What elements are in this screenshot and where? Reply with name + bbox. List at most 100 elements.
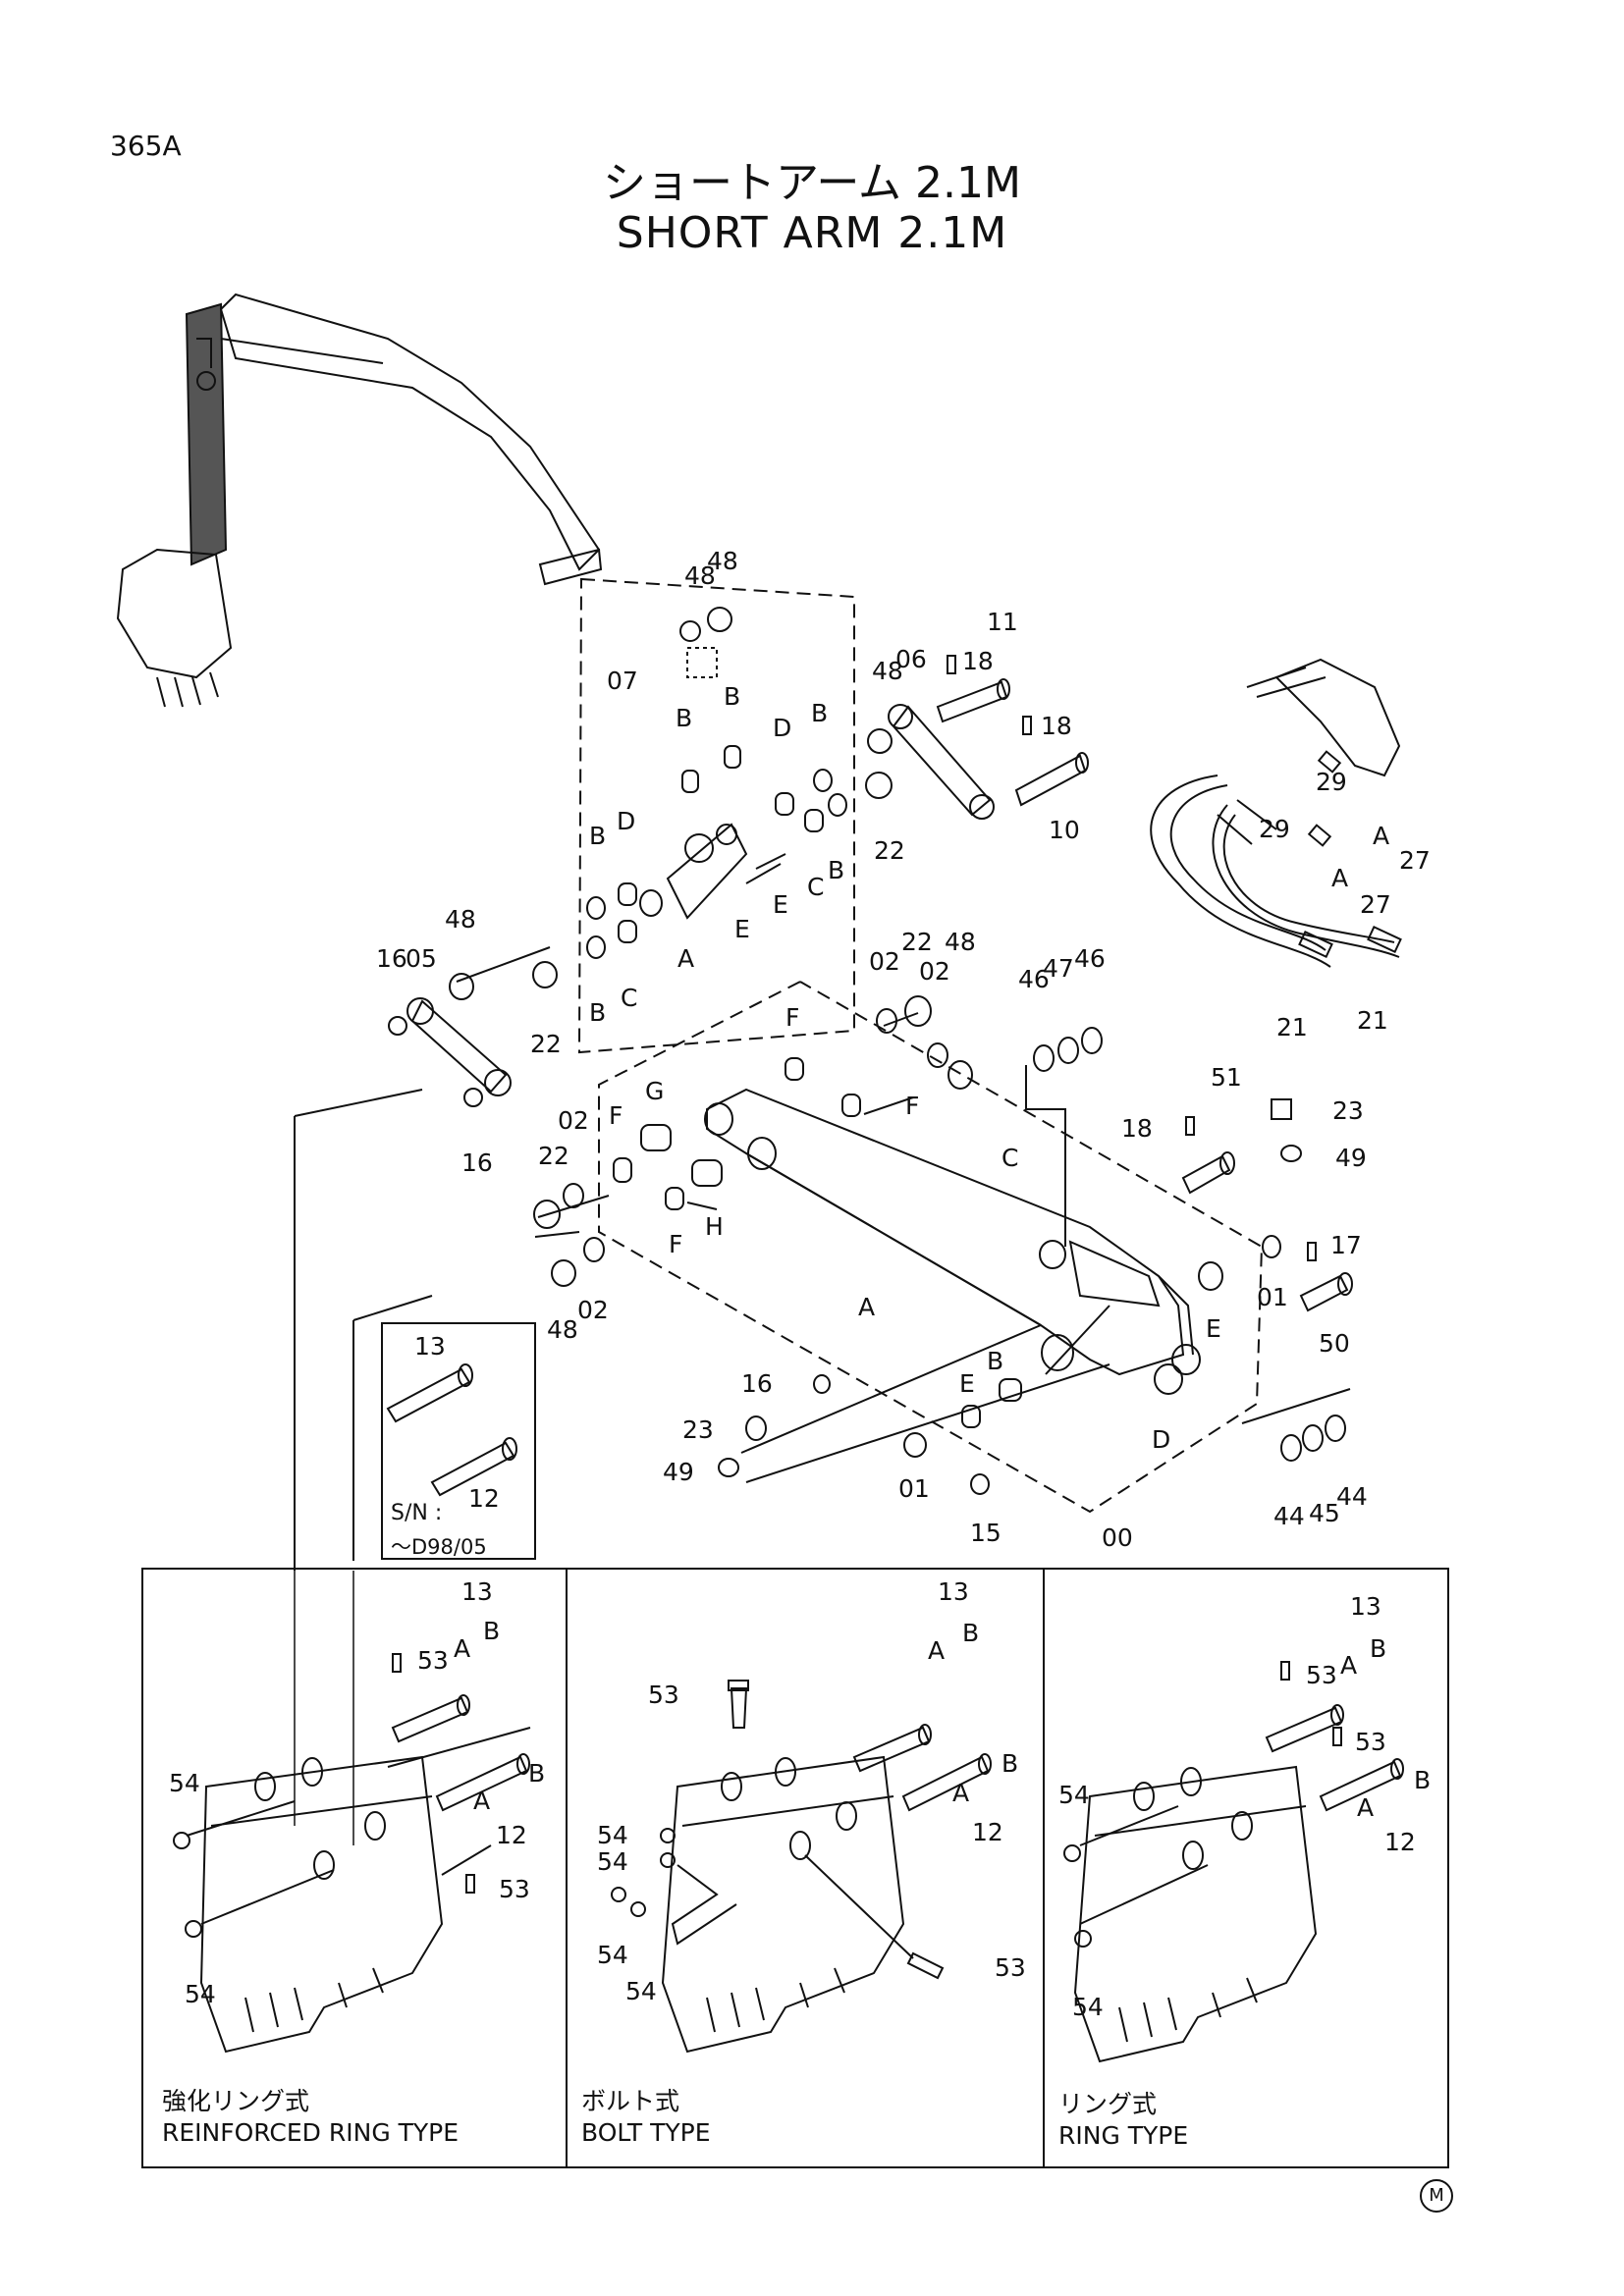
bucket-bolt (611, 1680, 992, 2054)
inset-callout-12: 12 (468, 1484, 500, 1513)
pin-18-upper (947, 655, 956, 674)
callout-54: 54 (169, 1769, 200, 1797)
callout-C: C (621, 984, 637, 1012)
cap-49-right (1280, 1145, 1302, 1162)
callout-53: 53 (499, 1875, 530, 1903)
callout-11: 11 (987, 608, 1018, 636)
callout-12: 12 (496, 1821, 527, 1849)
callout-46: 46 (1074, 944, 1106, 973)
callout-F: F (609, 1101, 623, 1130)
callout-02: 02 (919, 957, 950, 986)
callout-B: B (1414, 1766, 1431, 1794)
callout-48: 48 (945, 928, 976, 956)
callout-12: 12 (1384, 1828, 1416, 1856)
caption-bolt-en: BOLT TYPE (581, 2118, 711, 2147)
caption-reinforced-ring: 強化リング式 REINFORCED RING TYPE (162, 2086, 459, 2149)
callout-E: E (734, 915, 750, 943)
bushing-E-right (1198, 1261, 1223, 1291)
callout-48: 48 (684, 561, 716, 590)
callout-H: H (705, 1212, 724, 1241)
callout-12: 12 (972, 1818, 1003, 1846)
callout-D: D (773, 714, 791, 742)
callout-45: 45 (1309, 1499, 1340, 1527)
callout-29: 29 (1316, 768, 1347, 796)
pin-10 (1014, 752, 1089, 807)
callout-48: 48 (547, 1315, 578, 1344)
bushing-B-lower (999, 1378, 1022, 1402)
callout-E: E (1206, 1314, 1221, 1343)
link-06 (888, 704, 995, 820)
bushing-E-lower (961, 1405, 981, 1428)
bucket-ring (1063, 1661, 1404, 2063)
callout-B: B (962, 1619, 979, 1647)
callout-16: 16 (461, 1148, 493, 1177)
caption-reinforced-ring-jp: 強化リング式 (162, 2087, 310, 2115)
pin-18-lower (1022, 716, 1032, 735)
callout-A: A (1357, 1793, 1374, 1822)
snap-16-upper (388, 1016, 407, 1036)
callout-D: D (617, 807, 635, 835)
caption-ring-jp: リング式 (1058, 2090, 1158, 2118)
excavator-overview-illustration (116, 293, 603, 708)
caption-reinforced-ring-en: REINFORCED RING TYPE (162, 2118, 460, 2147)
callout-48: 48 (872, 657, 903, 685)
shims-44-45 (1241, 1388, 1351, 1462)
callout-A: A (473, 1787, 490, 1815)
callout-G: G (645, 1077, 664, 1105)
callout-E: E (773, 890, 788, 919)
callout-B: B (589, 822, 606, 850)
callout-44: 44 (1336, 1482, 1368, 1511)
pin-22-line (456, 946, 551, 983)
shims-46-47 (1025, 1027, 1103, 1247)
page-number: 365A (110, 130, 182, 162)
cap-49-lower (718, 1458, 739, 1477)
bushing-01-lower (903, 1432, 927, 1458)
callout-F: F (669, 1230, 682, 1258)
callout-51: 51 (1211, 1063, 1242, 1092)
callout-F: F (905, 1092, 919, 1120)
callout-54: 54 (1072, 1993, 1104, 2021)
inset-serial-range: ～D98/05 (391, 1535, 487, 1559)
callout-54: 54 (597, 1847, 628, 1876)
callout-53: 53 (417, 1646, 449, 1675)
callout-B: B (1001, 1749, 1018, 1778)
callout-54: 54 (597, 1821, 628, 1849)
callout-46: 46 (1018, 965, 1050, 993)
callout-A: A (1331, 864, 1348, 892)
callout-A: A (858, 1293, 875, 1321)
callout-01: 01 (1257, 1283, 1288, 1311)
callout-23: 23 (682, 1415, 714, 1444)
callout-07: 07 (607, 667, 638, 695)
callout-49: 49 (1335, 1144, 1367, 1172)
callout-B: B (987, 1347, 1003, 1375)
caption-ring-en: RING TYPE (1058, 2121, 1189, 2150)
arm-body (704, 1088, 1201, 1395)
callout-48: 48 (445, 905, 476, 934)
bucket-reinforced-ring (173, 1653, 531, 2054)
bushing-01-right (1262, 1235, 1281, 1258)
callout-53: 53 (648, 1681, 679, 1709)
callout-B: B (483, 1617, 500, 1645)
title-japanese: ショートアーム 2.1M (603, 158, 1021, 208)
callout-A: A (952, 1779, 969, 1807)
callout-21: 21 (1357, 1006, 1388, 1035)
callout-54: 54 (1058, 1781, 1090, 1809)
callout-B: B (676, 704, 692, 732)
callout-13: 13 (461, 1577, 493, 1606)
caption-bolt: ボルト式 BOLT TYPE (581, 2086, 711, 2149)
callout-53: 53 (1355, 1728, 1386, 1756)
callout-50: 50 (1319, 1329, 1350, 1358)
washer-48 (449, 973, 474, 1000)
caption-ring: リング式 RING TYPE (1058, 2089, 1188, 2152)
callout-00: 00 (1102, 1523, 1133, 1552)
caption-bolt-jp: ボルト式 (581, 2087, 680, 2115)
callout-27: 27 (1399, 846, 1431, 875)
callout-B: B (1370, 1634, 1386, 1663)
callout-C: C (1001, 1144, 1018, 1172)
callout-23: 23 (1332, 1096, 1364, 1125)
inset-serial-label: S/N : (391, 1501, 442, 1525)
callout-B: B (724, 682, 740, 711)
callout-53: 53 (1306, 1661, 1337, 1689)
